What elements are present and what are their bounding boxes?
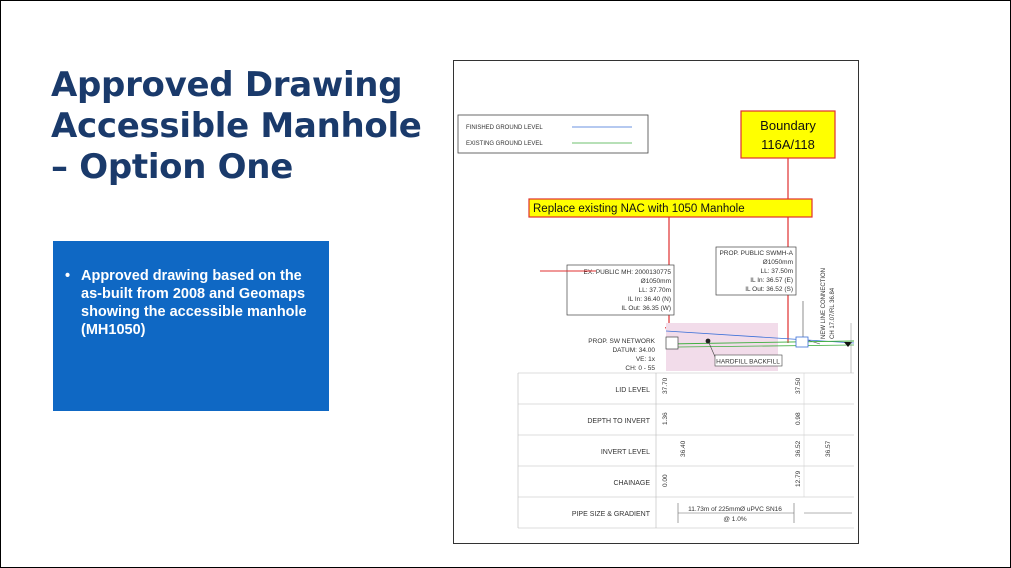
hardfill-label: HARDFILL BACKFILL (716, 359, 780, 366)
pipe-size-label: PIPE SIZE & GRADIENT (572, 511, 651, 518)
bullet-text: Approved drawing based on the as-built f… (81, 268, 307, 338)
boundary-note (740, 110, 836, 159)
slide-title: Approved Drawing Accessible Manhole – Op… (51, 65, 451, 188)
network-line-3: VE: 1x (636, 356, 656, 363)
invert-level-label: INVERT LEVEL (601, 449, 650, 456)
legend-existing-label: EXISTING GROUND LEVEL (466, 141, 543, 147)
ex-manhole-symbol (665, 336, 679, 350)
ex-mh-line-5: IL Out: 36.35 (W) (621, 305, 671, 312)
depth-value-2: 0.98 (795, 412, 802, 425)
ex-mh-line-1: EX. PUBLIC MH: 2000130775 (584, 269, 672, 276)
replace-note (528, 198, 813, 218)
title-line-3: – Option One (51, 147, 293, 187)
drawing-svg: FINISHED GROUND LEVEL EXISTING GROUND LE… (457, 110, 855, 529)
pipe-size-line-1: 11.73m of 225mmØ uPVC SN16 (688, 506, 782, 513)
prop-mh-line-5: IL Out: 36.52 (S) (745, 286, 793, 293)
finished-ground-line (665, 330, 855, 344)
invert-value-3: 36.57 (825, 440, 832, 457)
title-line-2: Accessible Manhole (51, 106, 422, 146)
boundary-line-1: Boundary (760, 118, 816, 133)
pipe-line (677, 344, 855, 348)
chainage-label: CHAINAGE (613, 480, 650, 487)
prop-mh-line-3: LL: 37.50m (760, 268, 793, 275)
ex-mh-box (566, 264, 675, 316)
hardfill-box (714, 354, 783, 367)
invert-value-2: 36.52 (795, 440, 802, 457)
chainage-value-2: 12.79 (795, 470, 802, 487)
network-line-2: DATUM: 34.00 (612, 347, 655, 354)
network-line-1: PROP. SW NETWORK (588, 338, 655, 345)
new-connection-line-1: NEW LINE CONNECTION (821, 268, 827, 339)
lid-value-2: 37.50 (795, 377, 802, 394)
replace-note-text: Replace existing NAC with 1050 Manhole (533, 203, 745, 215)
marker-arrow-icon (844, 342, 852, 347)
legend-finished-label: FINISHED GROUND LEVEL (466, 125, 543, 131)
drawing-image: FINISHED GROUND LEVEL EXISTING GROUND LE… (453, 60, 859, 544)
chainage-value-1: 0.00 (662, 474, 669, 487)
prop-mh-line-4: IL In: 36.57 (E) (750, 277, 793, 284)
hardfill-point-icon (705, 338, 711, 344)
existing-ground-line (665, 340, 855, 345)
legend-box (457, 114, 649, 154)
ex-mh-line-2: Ø1050mm (641, 278, 671, 285)
bullet-marker: • (65, 268, 71, 284)
depth-label: DEPTH TO INVERT (587, 418, 650, 425)
network-line-4: CH: 0 - 55 (625, 365, 655, 372)
ex-mh-line-4: IL In: 36.40 (N) (628, 296, 671, 303)
depth-value-1: 1.36 (662, 412, 669, 425)
new-connection-line-2: CH 17.07/RL 36.84 (830, 287, 836, 339)
lid-level-label: LID LEVEL (615, 387, 650, 394)
bullet-item: • Approved drawing based on the as-built… (65, 267, 315, 339)
invert-value-1: 36.40 (680, 440, 687, 457)
lid-value-1: 37.70 (662, 377, 669, 394)
boundary-line-2: 116A/118 (761, 137, 815, 152)
prop-manhole-symbol (795, 336, 809, 348)
prop-mh-box (715, 246, 797, 296)
bullet-box: • Approved drawing based on the as-built… (53, 241, 329, 411)
ex-mh-line-3: LL: 37.70m (638, 287, 671, 294)
pipe-size-line-2: @ 1.0% (723, 516, 746, 523)
prop-mh-line-1: PROP. PUBLIC SWMH-A (719, 250, 793, 257)
title-line-1: Approved Drawing (51, 65, 403, 105)
prop-mh-line-2: Ø1050mm (763, 259, 793, 266)
